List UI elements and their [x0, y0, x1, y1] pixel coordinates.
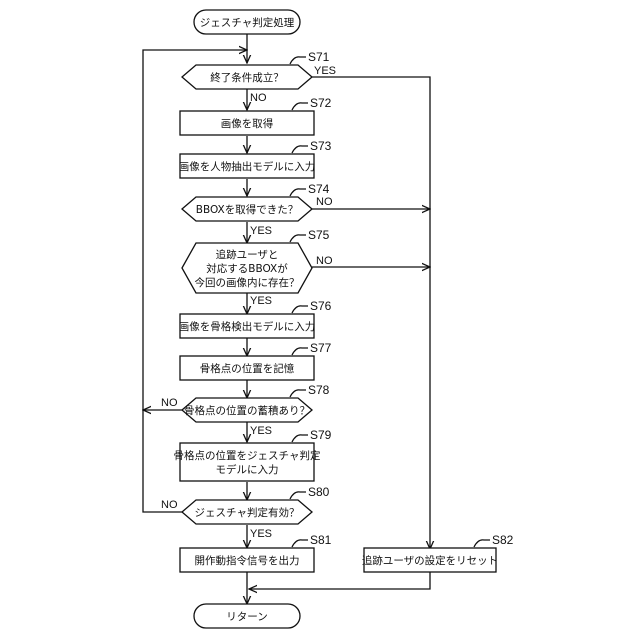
end-terminal: リターン: [194, 604, 300, 628]
label-s71-no: NO: [250, 92, 267, 104]
step-id: S82: [492, 533, 514, 547]
node-s77: 骨格点の位置を記憶 S77: [180, 341, 332, 380]
step-id: S78: [308, 383, 330, 397]
node-text: 骨格点の位置を記憶: [200, 362, 295, 375]
label-s80-no: NO: [161, 499, 178, 511]
start-terminal: ジェスチャ判定処理: [194, 10, 300, 34]
node-s78: 骨格点の位置の蓄積あり？ S78: [182, 383, 330, 422]
end-label: リターン: [226, 611, 267, 623]
step-leader: [292, 103, 308, 110]
step-leader: [290, 57, 306, 64]
node-s80: ジェスチャ判定有効？ S80: [182, 485, 330, 524]
step-id: S74: [308, 182, 330, 196]
step-leader: [290, 235, 306, 242]
label-s71-yes: YES: [314, 65, 336, 77]
step-id: S72: [310, 96, 332, 110]
label-s78-no: NO: [161, 397, 178, 409]
node-text: モデルに入力: [216, 463, 279, 476]
step-id: S77: [310, 341, 332, 355]
node-text: 対応するBBOXが: [206, 262, 288, 275]
step-leader: [292, 146, 308, 153]
label-s80-yes: YES: [250, 528, 272, 540]
node-text: 画像を骨格検出モデルに入力: [179, 320, 316, 333]
step-leader: [292, 540, 308, 547]
step-id: S81: [310, 533, 332, 547]
step-leader: [290, 390, 306, 397]
node-text: 骨格点の位置の蓄積あり？: [184, 404, 310, 417]
label-s75-yes: YES: [250, 295, 272, 307]
step-leader: [474, 540, 490, 547]
node-text: 今回の画像内に存在？: [195, 276, 300, 289]
step-id: S80: [308, 485, 330, 499]
step-id: S71: [308, 50, 330, 64]
step-id: S73: [310, 139, 332, 153]
node-text: 画像を取得: [221, 118, 274, 130]
label-s75-no: NO: [316, 255, 333, 267]
step-leader: [290, 492, 306, 499]
node-text: BBOXを取得できた？: [196, 204, 299, 216]
step-leader: [292, 435, 308, 442]
nodes: 終了条件成立？ S71 画像を取得 S72 画像を人物抽出モデルに入力 S73BBOXを取…: [174, 50, 514, 572]
node-text: 追跡ユーザと: [216, 248, 279, 261]
step-leader: [292, 348, 308, 355]
node-text: 開作動指令信号を出力: [195, 554, 300, 567]
node-text: 画像を人物抽出モデルに入力: [179, 160, 316, 173]
node-s74: BBOXを取得できた？ S74: [182, 182, 330, 221]
step-id: S75: [308, 228, 330, 242]
node-s82: 追跡ユーザの設定をリセット S82: [362, 533, 514, 572]
start-label: ジェスチャ判定処理: [200, 16, 295, 29]
node-s73: 画像を人物抽出モデルに入力 S73: [179, 139, 332, 178]
edge-s82-end: [249, 572, 430, 589]
node-text: 終了条件成立？: [210, 71, 284, 84]
node-s75: 追跡ユーザと対応するBBOXが今回の画像内に存在？ S75: [182, 228, 330, 293]
node-text: ジェスチャ判定有効？: [195, 506, 300, 519]
node-text: 追跡ユーザの設定をリセット: [362, 554, 498, 567]
step-id: S79: [310, 428, 332, 442]
label-s74-yes: YES: [250, 225, 272, 237]
label-s74-no: NO: [316, 196, 333, 208]
node-s71: 終了条件成立？ S71: [182, 50, 330, 89]
step-id: S76: [310, 299, 332, 313]
label-s78-yes: YES: [250, 425, 272, 437]
step-leader: [292, 306, 308, 313]
node-text: 骨格点の位置をジェスチャ判定: [174, 449, 321, 462]
step-leader: [290, 189, 306, 196]
